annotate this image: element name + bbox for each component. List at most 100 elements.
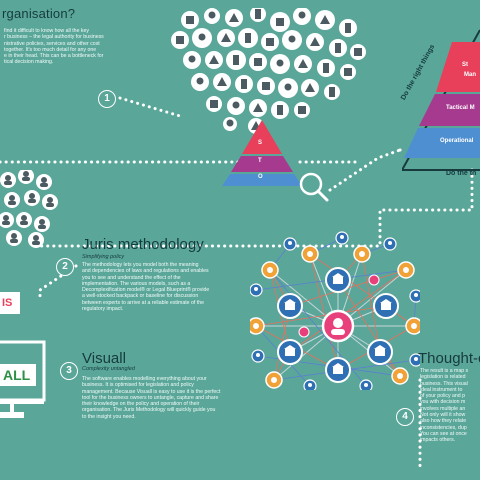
thought-line: inconsistencies, dup — [420, 424, 467, 431]
person-icon — [33, 235, 39, 241]
intro-line: tical decision making. — [4, 59, 54, 66]
building-roof-icon — [374, 345, 386, 349]
gear-icon — [403, 267, 409, 273]
thought-line: The result is a map s — [420, 368, 469, 374]
thought-line: business. This visual — [420, 380, 468, 387]
building-icon — [266, 38, 274, 46]
small-pyramid-s: S — [258, 140, 263, 146]
icon-cloud — [171, 8, 366, 134]
person-body-icon — [331, 329, 345, 335]
gear-icon — [271, 377, 277, 383]
person-icon — [284, 83, 292, 91]
document-icon — [241, 79, 247, 89]
big-pyramid-top — [436, 42, 480, 92]
person-body-icon — [40, 183, 48, 187]
magnifier-icon — [299, 172, 329, 202]
building-icon — [381, 303, 391, 310]
visuall-text: The software enables modelling everythin… — [82, 376, 220, 420]
network-edge — [309, 253, 339, 371]
scale-icon — [298, 59, 308, 68]
person-icon — [9, 195, 15, 201]
person-icon — [11, 233, 17, 239]
building-icon — [354, 48, 362, 56]
visuall-line: The software enables modelling everythin… — [82, 376, 207, 382]
network-edge — [255, 305, 387, 327]
person-body-icon — [20, 221, 28, 225]
document-icon — [335, 43, 341, 53]
person-icon — [308, 383, 312, 387]
person-body-icon — [46, 203, 54, 207]
network-edge — [289, 269, 407, 353]
thought-line: you with decision m — [420, 399, 466, 406]
juris-line: and dependencies of laws and regulations… — [82, 268, 209, 275]
big-pyramid-middle — [419, 94, 480, 126]
person-icon — [254, 287, 258, 291]
gear-icon — [397, 373, 403, 379]
monitor-icon — [0, 340, 46, 418]
step-2-badge: 2 — [56, 258, 74, 276]
visuall-line: management. Because Visuall is easy to u… — [82, 388, 221, 395]
visuall-screen-text: ALL — [3, 367, 31, 383]
person-icon — [364, 383, 368, 387]
building-icon — [186, 16, 194, 24]
person-icon — [414, 357, 418, 361]
person-body-icon — [8, 201, 16, 205]
intro-line: r business – the legal authority for bus… — [4, 34, 104, 41]
scale-icon — [310, 37, 320, 46]
step-3-badge: 3 — [60, 362, 78, 380]
juris-text: The methodology lets you model both the … — [82, 262, 209, 312]
person-icon — [288, 35, 296, 43]
building-roof-icon — [332, 273, 344, 277]
person-icon — [226, 119, 234, 127]
building-icon — [262, 82, 270, 90]
gear-icon — [253, 323, 259, 329]
gear-icon — [411, 323, 417, 329]
building-roof-icon — [284, 345, 296, 349]
network-edge — [361, 253, 381, 353]
small-pyramid — [222, 120, 302, 186]
person-icon — [23, 171, 29, 177]
pink-node — [298, 326, 310, 338]
scale-icon — [320, 15, 330, 24]
juris-badge-box: IS — [0, 292, 20, 314]
pink-node — [368, 274, 380, 286]
intro-line: e in their head. This can be a bottlenec… — [4, 53, 104, 60]
thought-line: You can see at once — [420, 430, 467, 437]
document-icon — [329, 87, 335, 97]
person-icon — [21, 215, 27, 221]
building-icon — [333, 367, 343, 374]
thought-line: legislation is related — [420, 374, 466, 381]
juris-line: a well-stocked backpack or baseline for … — [82, 293, 199, 300]
visuall-line: their knowledge on the policy and operat… — [82, 401, 200, 408]
big-pyramid — [402, 29, 480, 171]
people-cluster — [0, 170, 58, 248]
person-icon — [388, 241, 392, 245]
visuall-line: tool for the business owners to untangle… — [82, 394, 219, 401]
scale-icon — [217, 77, 227, 86]
visuall-screen-box: ALL — [0, 364, 36, 386]
person-icon — [256, 353, 260, 357]
person-body-icon — [10, 239, 18, 243]
scale-icon — [209, 55, 219, 64]
juris-badge-text: IS — [2, 297, 13, 309]
juris-title: Juris methodology — [82, 236, 204, 253]
building-roof-icon — [332, 363, 344, 367]
juris-line: implementation. The various models, such… — [82, 280, 191, 287]
thought-line: also how they relate — [420, 418, 467, 425]
person-icon — [288, 241, 292, 245]
person-body-icon — [38, 225, 46, 229]
intro-line: together. It's too much detail for any o… — [4, 46, 97, 53]
scale-icon — [221, 33, 231, 42]
intro-text: find it difficult to know how all the ke… — [4, 28, 104, 66]
thought-line: of your policy and p — [420, 393, 465, 400]
juris-line: Decomplexification model® or Legal Bluep… — [82, 287, 210, 294]
person-icon — [3, 215, 9, 221]
person-icon — [340, 235, 344, 239]
visuall-line: business. It is optimised for legislatio… — [82, 382, 194, 389]
thought-text: The result is a map s legislation is rel… — [420, 368, 468, 444]
step-4-badge: 4 — [396, 408, 414, 426]
document-icon — [323, 63, 329, 73]
intro-line: nistrative policies, services and other … — [4, 40, 100, 47]
scale-icon — [229, 13, 239, 22]
thought-line: impacts others. — [420, 437, 456, 444]
